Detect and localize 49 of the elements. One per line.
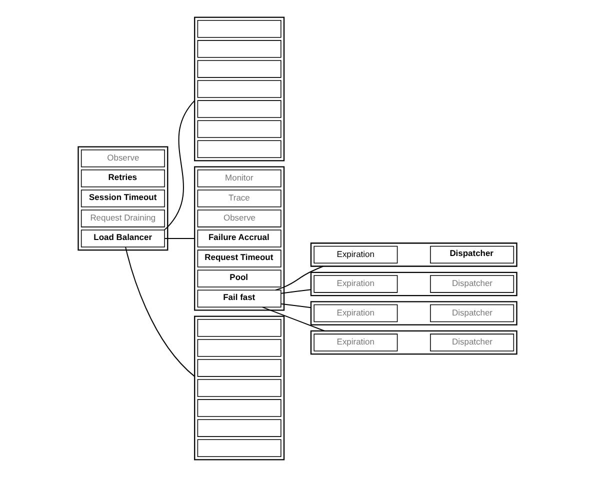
cluster bbox=[78, 146, 168, 251]
node-box: Request Timeout bbox=[197, 250, 282, 268]
cluster bbox=[310, 301, 518, 326]
connector bbox=[164, 100, 196, 230]
connector bbox=[262, 306, 326, 332]
node-box bbox=[197, 439, 282, 457]
cluster bbox=[194, 16, 285, 162]
node-box: Dispatcher bbox=[430, 246, 514, 264]
node-box: Dispatcher bbox=[430, 304, 514, 322]
node-box: Monitor bbox=[197, 170, 282, 188]
cluster bbox=[194, 316, 285, 460]
node-box bbox=[197, 140, 282, 158]
node-box bbox=[197, 339, 282, 357]
node-box bbox=[197, 80, 282, 98]
node-box: Dispatcher bbox=[430, 275, 514, 293]
cluster bbox=[194, 166, 285, 311]
node-box bbox=[197, 379, 282, 397]
node-box: Observe bbox=[197, 210, 282, 228]
node-box: Expiration bbox=[314, 334, 398, 352]
node-box: Request Draining bbox=[80, 210, 165, 228]
node-box: Observe bbox=[80, 150, 165, 168]
node-box bbox=[197, 399, 282, 417]
cluster bbox=[310, 242, 518, 267]
connector bbox=[275, 266, 324, 291]
node-box: Fail fast bbox=[197, 290, 282, 308]
node-box: Retries bbox=[80, 170, 165, 188]
cluster bbox=[310, 330, 518, 355]
connector bbox=[280, 303, 312, 308]
node-box bbox=[197, 100, 282, 118]
connector bbox=[280, 289, 312, 294]
node-box: Session Timeout bbox=[80, 190, 165, 208]
node-box: Expiration bbox=[314, 275, 398, 293]
node-box: Expiration bbox=[314, 304, 398, 322]
node-box: Failure Accrual bbox=[197, 230, 282, 248]
node-box bbox=[197, 359, 282, 377]
node-box bbox=[197, 60, 282, 78]
node-box: Dispatcher bbox=[430, 334, 514, 352]
node-box bbox=[197, 419, 282, 437]
node-box bbox=[197, 319, 282, 337]
node-box: Trace bbox=[197, 190, 282, 208]
node-box bbox=[197, 20, 282, 38]
cluster bbox=[310, 272, 518, 296]
node-box: Expiration bbox=[314, 246, 398, 264]
node-box bbox=[197, 40, 282, 58]
connector bbox=[164, 238, 196, 239]
node-box bbox=[197, 120, 282, 138]
connector bbox=[125, 246, 196, 377]
node-box: Load Balancer bbox=[80, 230, 165, 248]
node-box: Pool bbox=[197, 270, 282, 288]
